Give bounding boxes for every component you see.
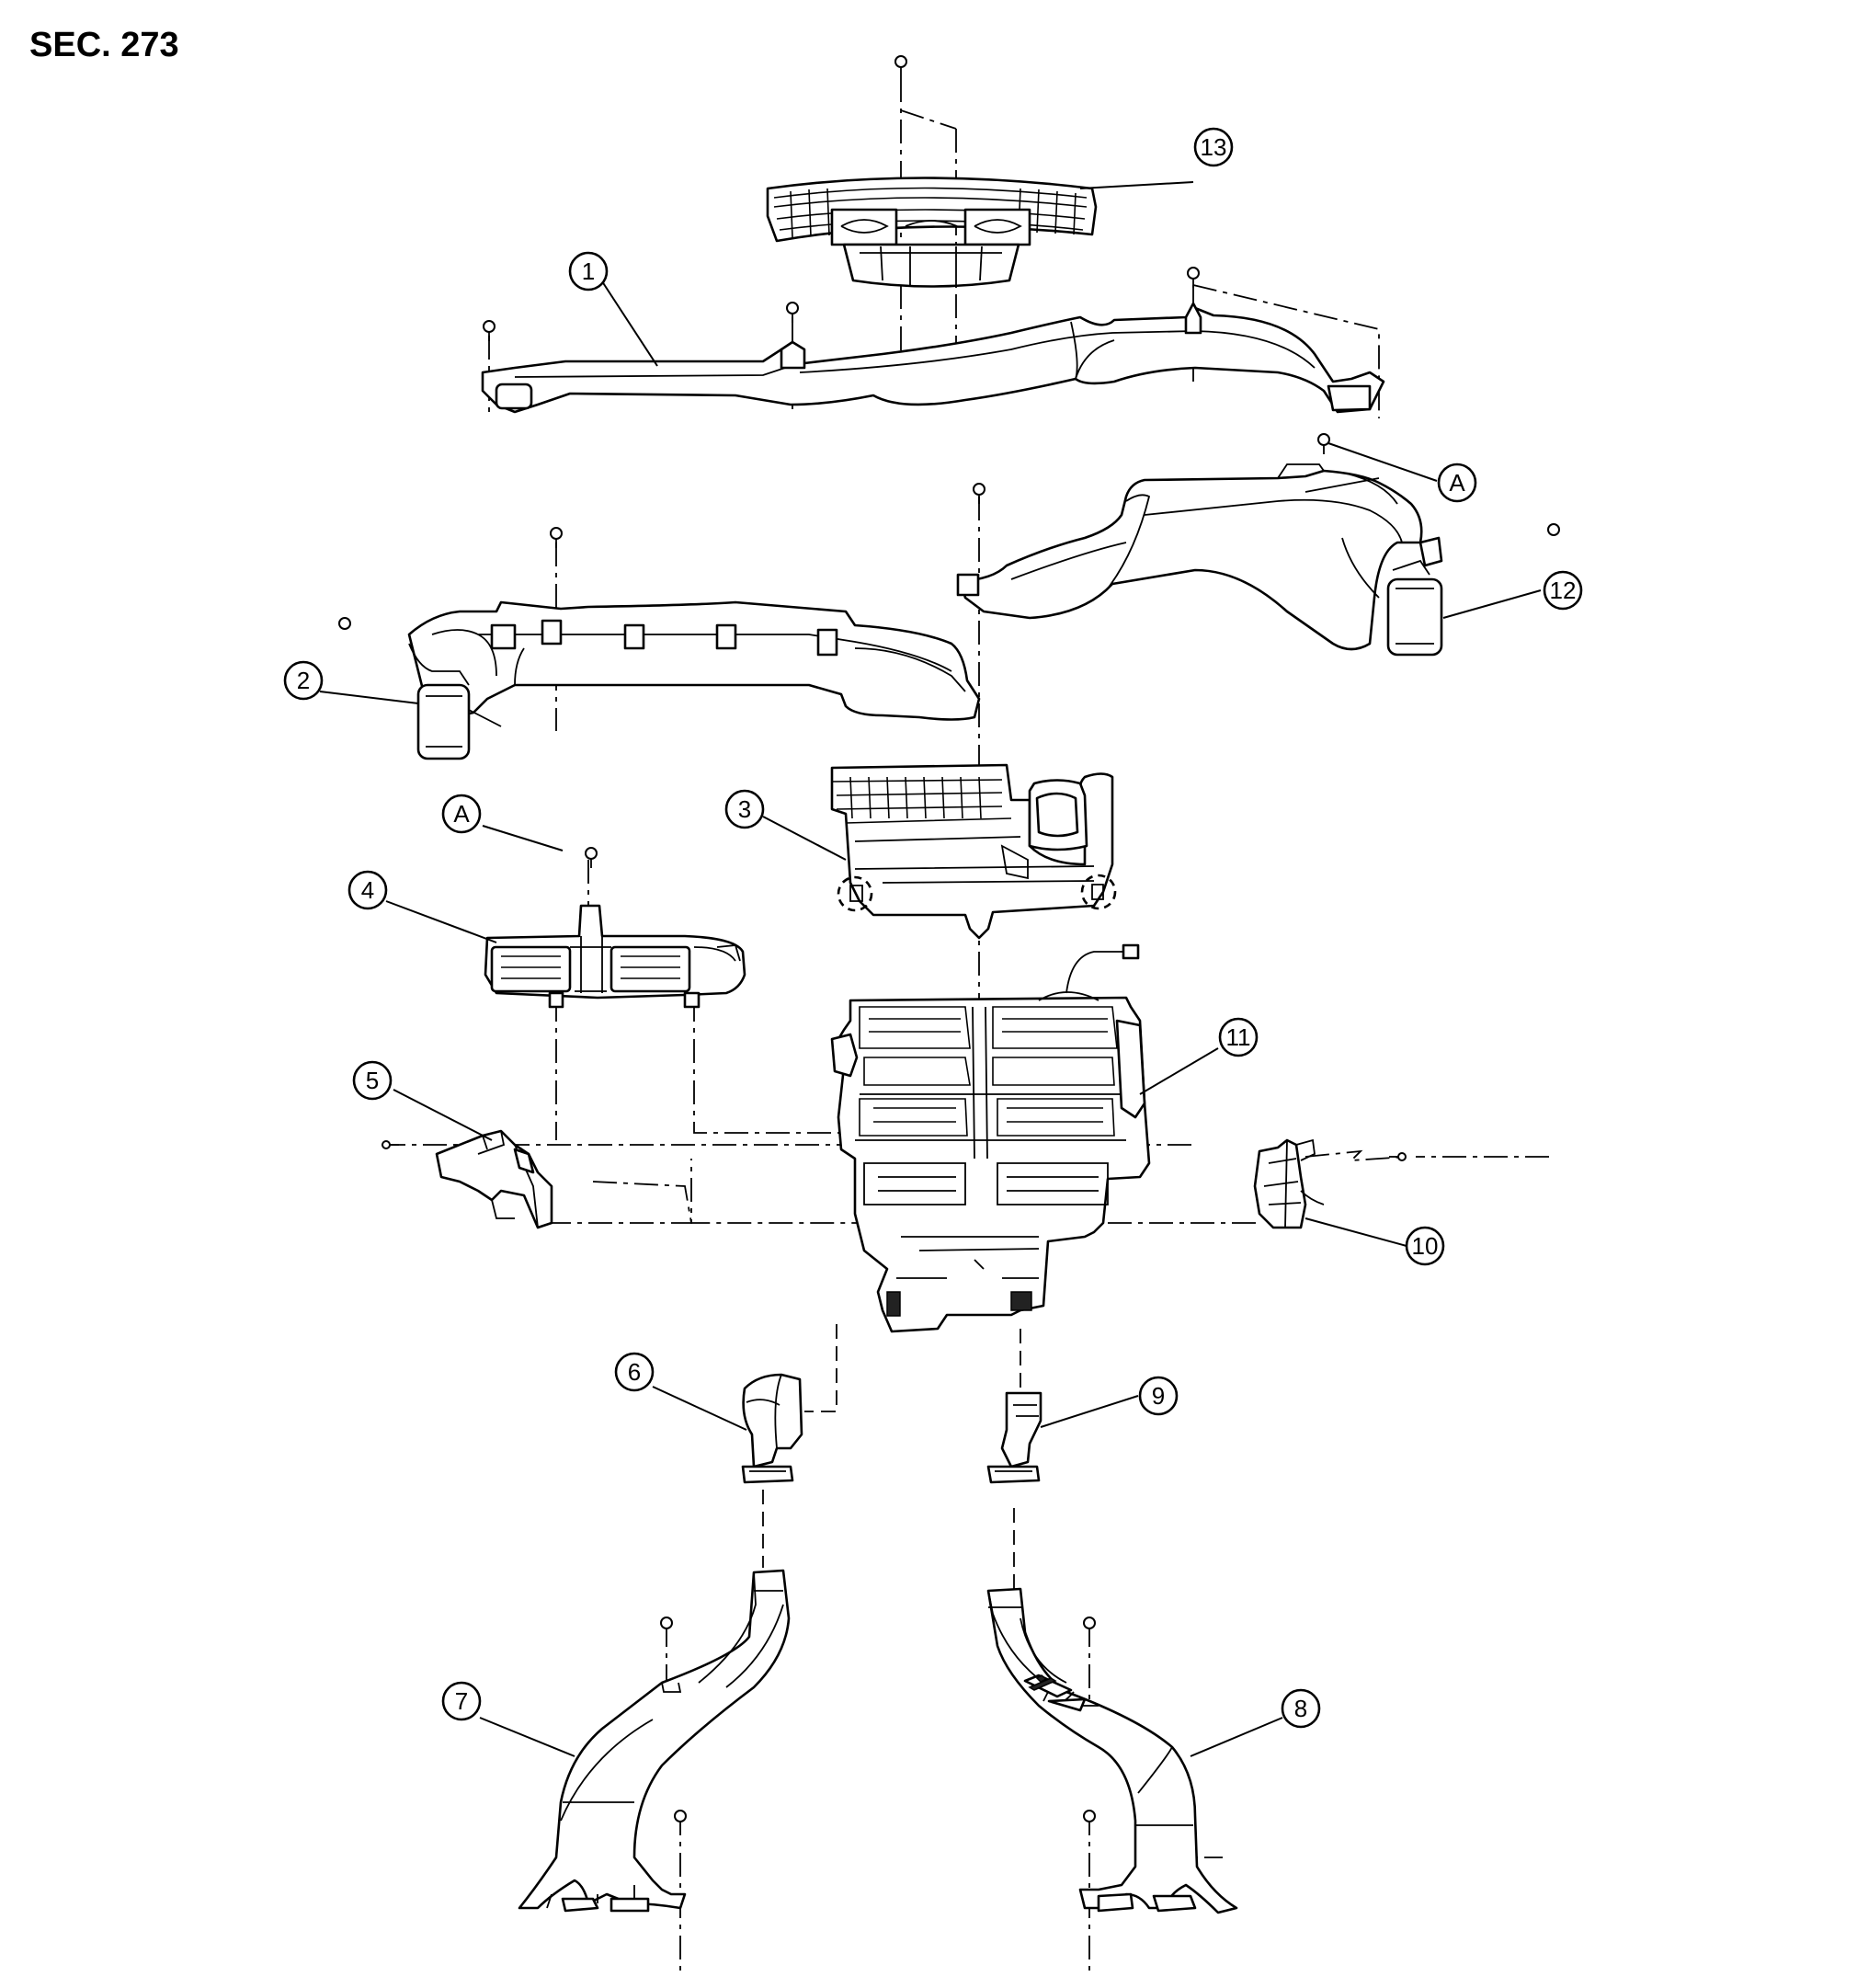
svg-text:4: 4: [361, 876, 374, 904]
part-12-side-ventilator-duct-right: [956, 463, 1443, 657]
callout-8: 8: [1281, 1688, 1321, 1729]
callout-13: 13: [1193, 127, 1234, 167]
callout-a-right: A: [1437, 463, 1477, 503]
callout-11: 11: [1218, 1017, 1259, 1057]
svg-text:10: 10: [1412, 1232, 1439, 1260]
screw-icon: [1083, 1810, 1096, 1822]
svg-text:12: 12: [1550, 577, 1577, 604]
callout-9: 9: [1138, 1376, 1179, 1416]
svg-text:7: 7: [455, 1687, 468, 1715]
section-title: SEC. 273: [29, 26, 179, 64]
screw-icon: [660, 1617, 673, 1629]
svg-text:A: A: [1449, 469, 1465, 497]
svg-text:1: 1: [582, 257, 595, 285]
callout-a-left: A: [441, 794, 482, 834]
screw-icon: [894, 55, 907, 78]
callout-2: 2: [283, 660, 324, 701]
part-7-floor-duct-left: [518, 1569, 791, 1913]
part-8-floor-duct-right: [986, 1587, 1238, 1914]
part-10-actuator-right: [1253, 1138, 1325, 1229]
callout-12: 12: [1543, 570, 1583, 611]
screw-icon: [1083, 1617, 1096, 1629]
screw-icon: [585, 847, 598, 868]
part-4-center-ventilator-duct: [484, 904, 746, 1009]
part-9-rear-foot-duct-connector: [986, 1391, 1042, 1484]
part-2-side-ventilator-duct-left: [407, 600, 981, 760]
svg-text:3: 3: [738, 795, 751, 823]
part-5-foot-duct-left: [435, 1129, 553, 1229]
svg-text:A: A: [453, 800, 470, 828]
svg-text:6: 6: [628, 1358, 641, 1386]
part-11-heater-cooling-unit: [830, 943, 1151, 1333]
svg-text:5: 5: [366, 1067, 379, 1094]
svg-text:2: 2: [297, 667, 310, 694]
screw-icon: [786, 302, 799, 323]
svg-text:11: 11: [1226, 1023, 1251, 1051]
screw-icon: [973, 483, 985, 504]
screws: [338, 55, 1560, 1822]
svg-text:9: 9: [1152, 1382, 1165, 1410]
callout-5: 5: [352, 1060, 393, 1101]
callout-6: 6: [614, 1352, 655, 1392]
screw-icon: [338, 617, 351, 630]
callout-4: 4: [347, 870, 388, 910]
part-1-defroster-nozzle: [481, 302, 1385, 414]
screw-icon: [1547, 523, 1560, 536]
svg-text:13: 13: [1201, 133, 1227, 161]
svg-text:8: 8: [1294, 1695, 1307, 1722]
screw-icon: [1187, 267, 1200, 288]
callout-3: 3: [724, 789, 765, 829]
screw-icon: [1317, 433, 1330, 454]
screw-icon: [550, 527, 563, 548]
screw-icon: [483, 320, 496, 341]
screw-icon: [674, 1810, 687, 1822]
part-6-rear-foot-duct-elbow: [741, 1373, 803, 1484]
part-13-center-ventilator: [766, 177, 1098, 288]
callout-10: 10: [1405, 1226, 1445, 1266]
callout-1: 1: [568, 251, 609, 291]
callout-7: 7: [441, 1681, 482, 1721]
leader-lines: [319, 181, 1542, 1757]
screw-icon: [382, 1140, 399, 1149]
part-3-intake-unit: [830, 763, 1117, 940]
screw-icon: [1389, 1152, 1407, 1161]
